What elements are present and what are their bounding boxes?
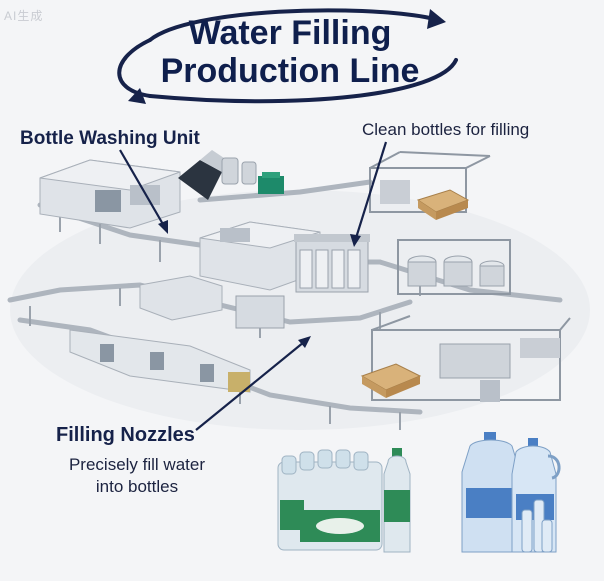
page-title: Water Filling Production Line	[110, 14, 470, 90]
pointer-arrow-icon	[119, 149, 168, 234]
pointer-arrow-icon-clean	[350, 141, 388, 247]
title-line-2: Production Line	[160, 52, 420, 90]
callout-filling-nozzles: Filling Nozzles	[56, 424, 195, 446]
pallet-bottom	[360, 363, 422, 398]
bottle-pack-icon	[277, 449, 383, 551]
pointer-arrow-icon-nozzle	[195, 336, 311, 431]
circular-arrow-head-top	[427, 9, 446, 29]
circular-arrow-head-bottom	[128, 88, 146, 104]
callout-bottle-washing: Bottle Washing Unit	[20, 128, 200, 149]
palletizer	[371, 315, 571, 402]
water-jug-icon	[461, 432, 561, 553]
filling-nozzle-rotor	[294, 234, 370, 293]
title-line-1: Water Filling	[188, 14, 392, 52]
cooling-tunnel	[69, 329, 251, 393]
callout-clean-bottles: Clean bottles for filling	[362, 120, 530, 139]
bottle-washing-machine	[39, 159, 181, 229]
description-line-2: into bottles	[95, 477, 179, 496]
description-line-1: Precisely fill water	[68, 455, 206, 474]
labeling-machine	[139, 275, 285, 329]
single-bottle-icon	[383, 448, 411, 553]
callout-description: Precisely fill water into bottles	[52, 454, 222, 498]
packing-station	[369, 151, 491, 213]
mixing-tanks	[397, 239, 511, 295]
watermark-text: AI生成	[4, 9, 44, 23]
filling-machine	[199, 221, 321, 291]
water-treatment-tanks	[221, 157, 284, 194]
pallet-top	[416, 189, 470, 220]
